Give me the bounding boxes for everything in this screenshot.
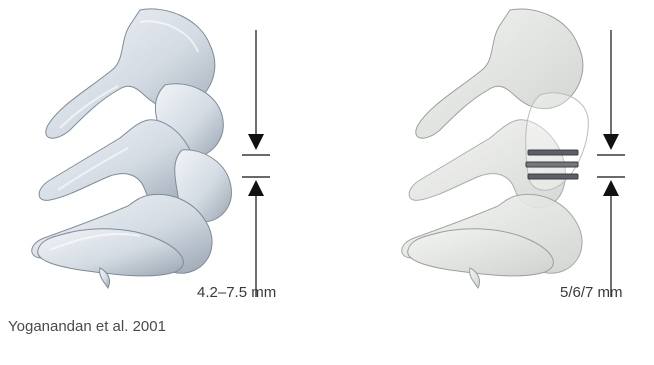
arrowhead-down [248, 134, 264, 150]
implant-plate-top [528, 150, 578, 155]
measurement-arrows-right [597, 30, 625, 297]
measurement-label-left: 4.2–7.5 mm [197, 284, 276, 301]
implant-plate-bottom [528, 174, 578, 179]
arrowhead-down [603, 134, 619, 150]
measurement-label-right: 5/6/7 mm [560, 284, 623, 301]
implant-spacer [526, 150, 578, 179]
implant-plate-mid [526, 162, 578, 167]
measurement-arrows-left [242, 30, 270, 297]
citation-caption: Yoganandan et al. 2001 [8, 318, 166, 335]
